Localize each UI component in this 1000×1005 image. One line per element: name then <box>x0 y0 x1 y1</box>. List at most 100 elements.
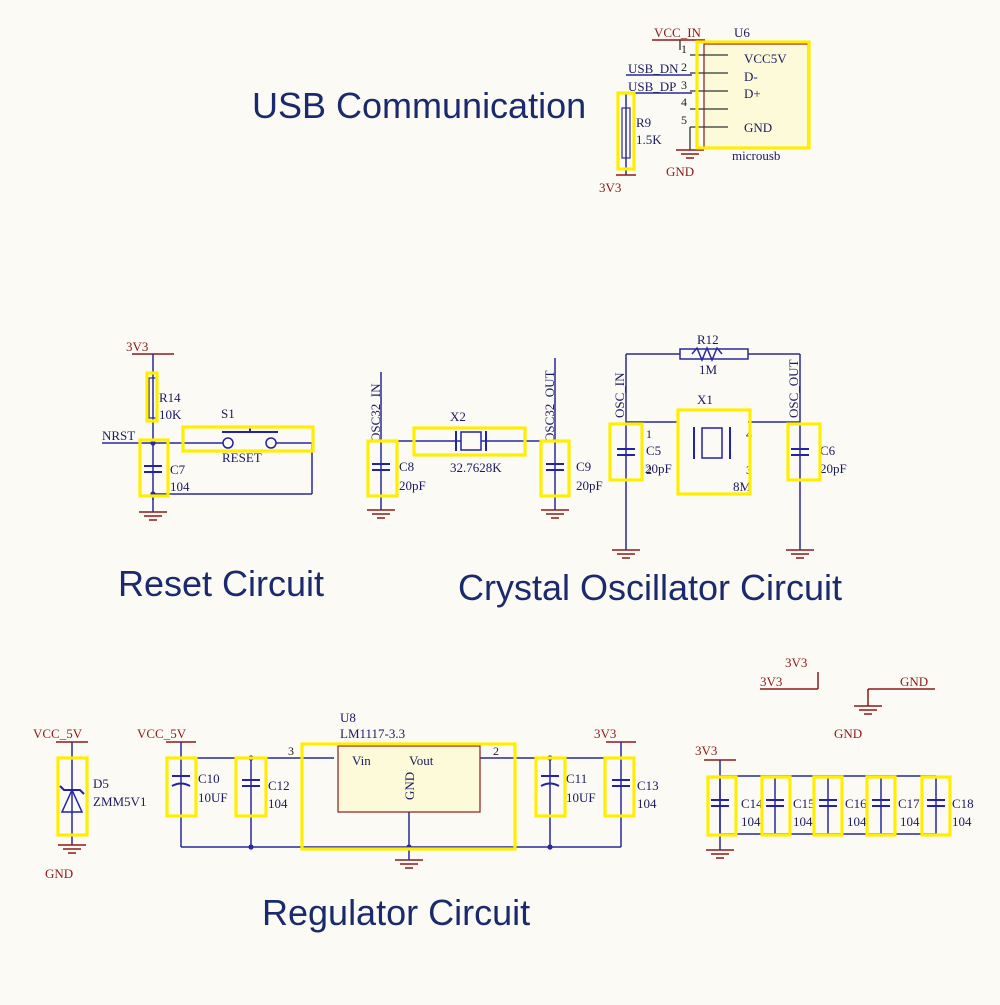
hl-cap <box>812 775 844 837</box>
net-osc32-in: OSC32_IN <box>368 383 383 442</box>
r9-3v3-label: 3V3 <box>599 180 621 195</box>
cap-value: 104 <box>900 814 920 829</box>
reset-3v3-label: 3V3 <box>126 339 148 354</box>
u6-pin3-num: 3 <box>681 78 687 92</box>
x1-ref: X1 <box>697 392 713 407</box>
u8-ref: U8 <box>340 710 356 725</box>
dec-3v3-left: 3V3 <box>760 674 782 689</box>
u6-pin5-num: 5 <box>681 113 687 127</box>
c10-ref: C10 <box>198 771 220 786</box>
r12-zigzag <box>691 346 723 362</box>
c11-plate2 <box>540 782 560 787</box>
hl-cap <box>760 775 792 837</box>
reset-section: 3V3 R14 10K S1 NRST RESET C7 104 <box>102 339 315 521</box>
usb-section: VCC_IN U6 1 2 3 4 5 VCC5V D- D+ GND micr… <box>599 25 811 195</box>
net-usb-dn: USB_DN <box>628 61 679 76</box>
c8-ref: C8 <box>399 459 414 474</box>
c8-value: 20pF <box>399 478 426 493</box>
net-nrst: NRST <box>102 428 135 443</box>
hl-x1 <box>676 408 752 496</box>
cap-ref: C18 <box>952 796 974 811</box>
dec-cap-c14: C14 104 <box>706 775 763 837</box>
r12-ref: R12 <box>697 332 719 347</box>
c9-value: 20pF <box>576 478 603 493</box>
net-osc-out: OSC_OUT <box>786 359 801 418</box>
x1-crystal-body <box>701 427 723 459</box>
u6-pin-vcc5v: VCC5V <box>744 51 787 66</box>
c12-ref: C12 <box>268 778 290 793</box>
r9-value: 1.5K <box>636 132 662 147</box>
c11-ref: C11 <box>566 771 587 786</box>
reg-3v3-label: 3V3 <box>594 726 616 741</box>
r9-body <box>621 107 631 159</box>
junction <box>547 844 553 850</box>
cap-ref: C15 <box>793 796 815 811</box>
hl-s1 <box>181 425 315 453</box>
hl-c12 <box>234 756 268 818</box>
u8-vout: Vout <box>409 753 434 768</box>
junction <box>150 440 156 446</box>
u8-vin: Vin <box>352 753 371 768</box>
hl-cap <box>865 775 897 837</box>
hl-c9 <box>539 439 571 498</box>
cap-value: 104 <box>952 814 972 829</box>
dec-3v3-top: 3V3 <box>785 655 807 670</box>
net-osc32-out: OSC32_OUT <box>542 370 557 442</box>
c13-ref: C13 <box>637 778 659 793</box>
x1-value: 8M <box>733 479 752 494</box>
dec-cap-c17: C17 104 <box>865 775 920 837</box>
u8-value: LM1117-3.3 <box>340 726 405 741</box>
d5-gnd-label: GND <box>45 866 73 881</box>
hl-u6 <box>695 40 811 150</box>
title-crystal: Crystal Oscillator Circuit <box>458 567 842 608</box>
cap-ref: C16 <box>845 796 867 811</box>
u6-pin-dplus: D+ <box>744 86 761 101</box>
net-usb-dp: USB_DP <box>628 79 676 94</box>
x2-value: 32.7628K <box>450 460 502 475</box>
cap-value: 104 <box>847 814 867 829</box>
u8-gnd-pin: GND <box>402 772 417 800</box>
regulator-section: VCC_5V D5 ZMM5V1 GND VCC_5V C10 10UF C12… <box>33 710 659 881</box>
x2-crystal-body <box>460 431 482 451</box>
title-reset: Reset Circuit <box>118 563 324 604</box>
dec-cap-c16: C16 104 <box>812 775 867 837</box>
d5-ref: D5 <box>93 776 109 791</box>
c10-value: 10UF <box>198 790 228 805</box>
c9-ref: C9 <box>576 459 591 474</box>
s1-ref: S1 <box>221 406 235 421</box>
c11-value: 10UF <box>566 790 596 805</box>
d5-cathode <box>59 785 85 795</box>
u6-pin1-num: 1 <box>681 42 687 56</box>
c5-value: 20pF <box>645 461 672 476</box>
x1-pin2: 2 <box>646 463 652 477</box>
net-osc-in: OSC_IN <box>612 372 627 418</box>
c7-ref: C7 <box>170 462 186 477</box>
reset-label: RESET <box>222 450 262 465</box>
hl-c11 <box>534 756 567 818</box>
u6-pin2-num: 2 <box>681 60 687 74</box>
x2-ref: X2 <box>450 409 466 424</box>
hl-x2 <box>412 426 527 457</box>
d5-symbol <box>60 788 84 813</box>
hl-c13 <box>603 756 636 818</box>
hl-cap <box>706 775 738 837</box>
u8-body <box>337 745 481 813</box>
r14-ref: R14 <box>159 390 181 405</box>
usb-gnd-label: GND <box>666 164 694 179</box>
hl-r14 <box>145 371 159 423</box>
d5-vcc5v-label: VCC_5V <box>33 726 83 741</box>
hl-u8 <box>300 742 517 851</box>
dec-cap-c15: C15 104 <box>760 775 815 837</box>
c6-value: 20pF <box>820 461 847 476</box>
c7-value: 104 <box>170 479 190 494</box>
hl-d5 <box>56 756 89 837</box>
u6-pin-gnd: GND <box>744 120 772 135</box>
d5-value: ZMM5V1 <box>93 794 146 809</box>
reg-vcc5v-label: VCC_5V <box>137 726 187 741</box>
u6-part: microusb <box>732 148 780 163</box>
u8-pin3: 3 <box>288 744 294 758</box>
hl-c6 <box>786 422 822 482</box>
title-usb: USB Communication <box>252 85 586 126</box>
r9-ref: R9 <box>636 115 651 130</box>
